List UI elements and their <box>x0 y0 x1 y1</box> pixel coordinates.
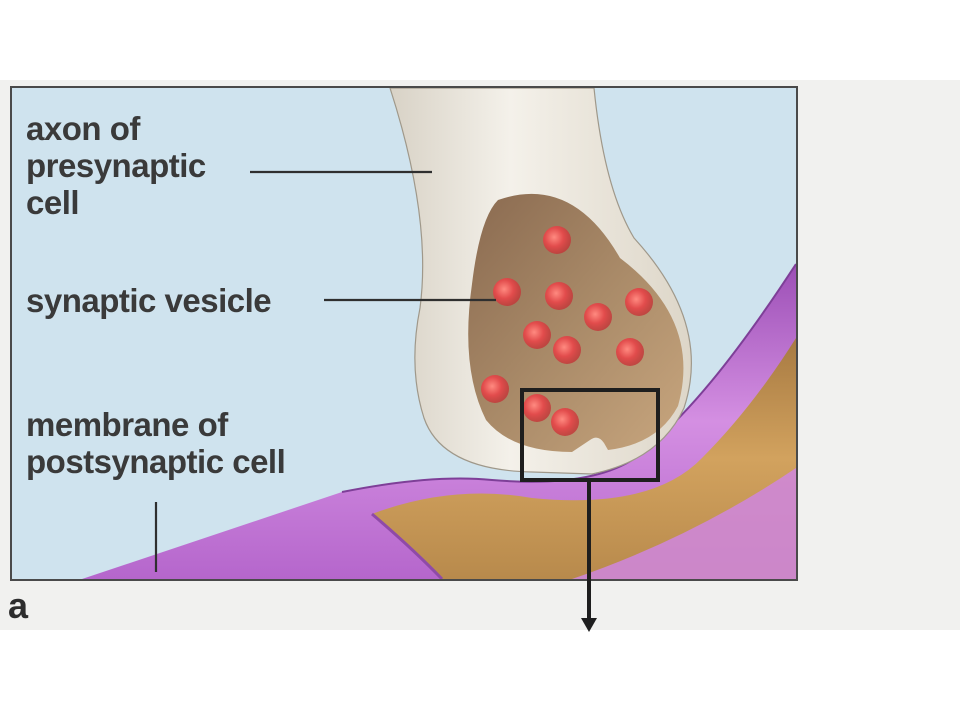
leader-lines <box>154 170 496 572</box>
membrane-label-line-1: membrane of <box>26 406 228 443</box>
synaptic-vesicle <box>553 336 581 364</box>
axon-label: axon of presynaptic cell <box>26 110 206 221</box>
axon-label-line-1: axon of <box>26 110 140 147</box>
synaptic-vesicle <box>616 338 644 366</box>
synapse-illustration <box>82 88 796 579</box>
synaptic-vesicle <box>551 408 579 436</box>
presynaptic-axon <box>389 88 692 475</box>
synapse-illustration-panel: axon of presynaptic cell synaptic vesicl… <box>10 86 798 581</box>
postsynaptic-cell-membrane <box>82 263 796 579</box>
synaptic-vesicle <box>584 303 612 331</box>
vesicle-label: synaptic vesicle <box>26 282 272 319</box>
axon-label-line-3: cell <box>26 184 80 221</box>
synaptic-vesicles <box>481 226 653 436</box>
figure-letter: a <box>8 585 29 626</box>
axon-label-line-2: presynaptic <box>26 147 206 184</box>
membrane-label: membrane of postsynaptic cell <box>26 406 286 480</box>
synaptic-vesicle <box>545 282 573 310</box>
axon-terminal-interior <box>468 193 684 452</box>
synaptic-vesicle <box>481 375 509 403</box>
synaptic-vesicle <box>543 226 571 254</box>
synaptic-vesicle <box>493 278 521 306</box>
synaptic-vesicle <box>523 321 551 349</box>
synaptic-vesicle <box>625 288 653 316</box>
membrane-label-line-2: postsynaptic cell <box>26 443 286 480</box>
synaptic-vesicle <box>523 394 551 422</box>
